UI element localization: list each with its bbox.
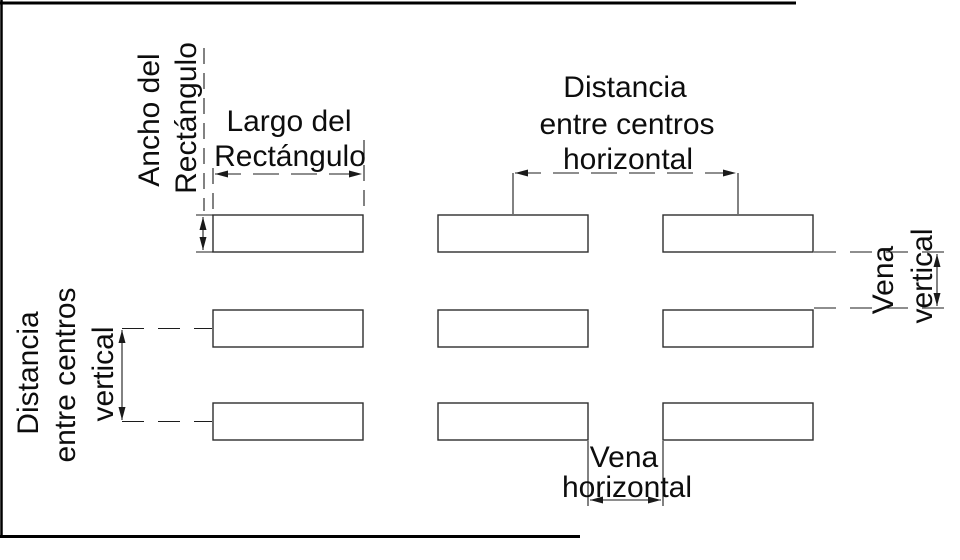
label-largo-line1: Largo del	[226, 105, 351, 138]
rectangle-r3-c2	[437, 402, 589, 441]
rectangle-r3-c1	[212, 402, 364, 441]
label-distancia-horizontal-line1: Distancia	[563, 71, 687, 104]
dim-vena-horizontal	[587, 441, 664, 506]
label-distancia-vertical-line1: Distancia	[12, 311, 45, 435]
rectangle-r2-c2	[437, 309, 589, 348]
label-ancho-line1: Ancho del	[133, 53, 166, 186]
rectangle-grid	[212, 214, 814, 441]
rectangle-r1-c2	[437, 214, 589, 253]
dim-vena-vertical	[814, 251, 948, 309]
rectangle-r3-c3	[662, 402, 814, 441]
dim-largo-rectangulo	[212, 140, 365, 214]
rectangle-r1-c3	[662, 214, 814, 253]
rectangle-r2-c1	[212, 309, 364, 348]
dim-distancia-centros-vertical	[118, 327, 212, 423]
dim-distancia-centros-horizontal	[512, 169, 739, 214]
rectangle-r2-c3	[662, 309, 814, 348]
label-distancia-horizontal-line2: entre centros	[539, 108, 714, 141]
label-ancho-line2: Rectángulo	[170, 42, 203, 194]
rectangle-r1-c1	[212, 214, 364, 253]
label-distancia-vertical-line2: entre centros	[49, 287, 82, 462]
diagram-labels: Ancho del Rectángulo Largo del Rectángul…	[12, 42, 939, 504]
label-distancia-vertical-line3: vertical	[87, 326, 120, 421]
label-largo-line2: Rectángulo	[214, 140, 366, 173]
label-distancia-horizontal-line3: horizontal	[563, 143, 693, 176]
label-vena-horizontal-line1: Vena	[590, 441, 659, 474]
label-vena-horizontal-line2: horizontal	[562, 471, 692, 504]
drawing-frame	[0, 0, 796, 538]
label-vena-vertical-line2: vertical	[906, 228, 939, 323]
dim-ancho-rectangulo	[196, 48, 213, 253]
label-vena-vertical-line1: Vena	[867, 245, 900, 314]
